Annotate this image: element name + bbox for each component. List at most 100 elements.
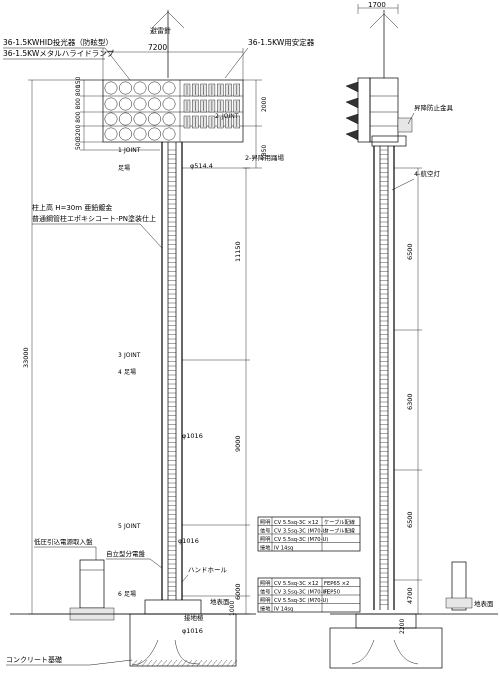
dim-seg-b: 9000 [234, 435, 242, 452]
dim-r4: 4700 [406, 587, 414, 604]
table-cell: ケーブル配線 [324, 527, 355, 535]
joint-1-num: 1 [118, 147, 122, 154]
power-inlet-box [79, 559, 105, 609]
aviation-light: 4-航空灯 [414, 169, 440, 178]
table-cell: 照明 [260, 536, 270, 543]
joint-2-num: 2 [215, 113, 219, 120]
joint-4-num: 4 [118, 369, 122, 376]
table-cell: 接地 [260, 544, 270, 552]
flood-lamp [133, 112, 147, 126]
phi-base: φ1016 [182, 627, 203, 635]
flood-lamp [133, 81, 147, 95]
dim-seg-a: 11150 [234, 241, 242, 262]
foundation-left [129, 613, 237, 667]
ballast-grid [183, 83, 241, 129]
table-cell: CV 5.5sq-3C ×12 [274, 581, 318, 587]
lightning-rod-label: 避雷針 [150, 26, 171, 35]
spot-label: 36-1.5KW用安定器 [248, 37, 315, 47]
joint-6-foot: 足場 [124, 590, 136, 598]
flood-lamp [119, 81, 132, 95]
dim-r-top-a: 2000 [261, 97, 268, 112]
dim-seg-d: 1000 [229, 601, 236, 616]
flood-lamp [104, 127, 118, 141]
lightning-rod-right [369, 10, 399, 78]
pole-spec-2: 普通鋼管柱エポキシコート-PN塗装仕上 [32, 214, 156, 223]
table-cell: 照明 [260, 519, 270, 526]
pole-base-right [355, 613, 417, 629]
phi-low: φ1016 [178, 537, 199, 545]
joint-5-num: 5 [118, 523, 122, 530]
dim-l-top-c: 500 [75, 138, 82, 150]
flood-lamp [119, 127, 132, 141]
table-cell: 信号 [260, 588, 270, 596]
dim-l-top-a: 150 [75, 76, 82, 88]
flood-lamp [119, 112, 132, 126]
flood-lamp [148, 81, 161, 95]
table-cell: ケーブル配線 [324, 518, 355, 526]
pole-left [161, 142, 183, 600]
self-support-panel: 自立型分電盤 [106, 549, 146, 558]
table-cell: CV 5.5sq-3C ×12 [274, 520, 318, 526]
joint-4-foot: 足場 [124, 368, 136, 376]
flood-lamp [104, 97, 118, 111]
flood-lamp [162, 112, 176, 126]
ground-line-right: 地表面 [474, 599, 494, 608]
flood-lamp [148, 97, 161, 111]
right-side-panel-base [445, 597, 473, 609]
dim-width-left: 7200 [148, 43, 167, 52]
foot-label: 足場 [118, 164, 130, 172]
table-cell: CV 3.5sq-3C (M70-U) [274, 529, 328, 535]
table-cell: CV 3.5sq-3C (M70-U) [274, 590, 328, 596]
dim-total: 33000 [22, 347, 30, 368]
joint-6-num: 6 [118, 591, 122, 598]
joint-1-label: JOINT [123, 147, 141, 154]
table-cell: CV 5.5sq-3C (M70-U) [274, 598, 328, 604]
table-cell: 信号 [260, 527, 270, 535]
dim-chain-left [182, 167, 250, 615]
table-cell: IV 14sq [274, 546, 293, 552]
ladder-rungs-left [168, 149, 176, 596]
flood-lamp [104, 81, 118, 95]
dim-width-right: 1700 [368, 1, 386, 9]
ladder-rungs-right [380, 149, 388, 605]
table-cell: IV 14sq [274, 607, 293, 613]
table-cell: 照明 [260, 580, 270, 587]
flood-lamp [148, 112, 161, 126]
dim-r2: 6300 [406, 393, 414, 410]
ground-line: 地表面 [210, 597, 230, 606]
joint-3-num: 3 [118, 352, 122, 359]
flood-lamp [133, 127, 147, 141]
pole-right [373, 146, 395, 610]
flood-lamp [148, 127, 161, 141]
joint-2-label: JOINT [221, 113, 239, 120]
table-cell: CV 5.5sq-3C (M70-U) [274, 537, 328, 543]
concrete-base: コンクリート基礎 [6, 655, 62, 664]
phi-mid: φ1016 [182, 432, 203, 440]
table-cell: 照明 [260, 597, 270, 604]
flood-lamp [119, 97, 132, 111]
ground-box: 接地極 [184, 613, 204, 622]
pole-base-plate [144, 599, 202, 615]
lightning-guard: 昇降防止金具 [414, 103, 454, 112]
dim-r5: 2200 [399, 619, 406, 634]
ladder-rest: 2-昇降用踊場 [245, 153, 284, 162]
dim-r1: 6500 [406, 243, 414, 260]
dim-chain-right [394, 167, 422, 615]
flood-lamp [162, 81, 176, 95]
phi-top: φ514.4 [190, 162, 213, 170]
head-side-view [345, 77, 413, 147]
power-inlet: 低圧引込電源取入盤 [34, 537, 93, 546]
flood-lamp [162, 127, 176, 141]
dim-r3: 6500 [406, 511, 414, 528]
flood-lamp-grid [104, 81, 176, 141]
flood-lamp [162, 97, 176, 111]
dim-l-top-b: 3200 800 800 800 [75, 84, 82, 140]
right-side-panel [451, 561, 467, 611]
flood-label-1: 36-1.5KWHID投光器（防眩型） [3, 37, 113, 47]
dim-seg-c: 6000 [234, 583, 242, 600]
flood-lamp [104, 112, 118, 126]
joint-5-label: JOINT [123, 523, 141, 530]
